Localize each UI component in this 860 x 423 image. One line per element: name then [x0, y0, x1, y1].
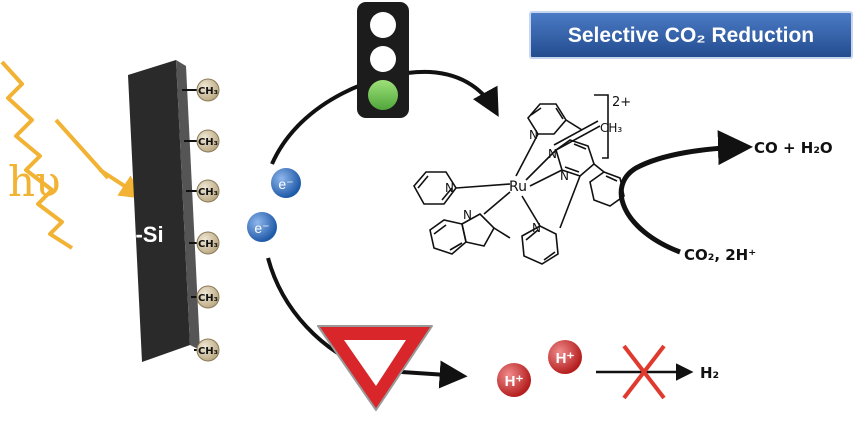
n-atom-label: N: [529, 128, 538, 142]
methyl-group: CH₃: [189, 231, 220, 255]
electron: e⁻: [271, 168, 301, 198]
electron: e⁻: [247, 212, 277, 242]
methyl-label: CH₃: [198, 137, 218, 148]
methyl-group: CH₃: [194, 338, 220, 362]
n-atom-label: N: [463, 208, 472, 222]
methyl-label: CH₃: [198, 239, 218, 250]
proton: H⁺: [548, 340, 582, 374]
nitrile-methyl-label: CH₃: [600, 121, 622, 135]
traffic-light-icon: [357, 2, 409, 118]
blocked-cross-icon: [622, 344, 666, 400]
methyl-group: CH₃: [182, 78, 220, 102]
methyl-group: CH₃: [186, 179, 220, 203]
proton-label: H⁺: [556, 350, 575, 367]
arrow-to-catalyst: [270, 69, 499, 165]
co2-products-label: CO + H₂O: [754, 139, 833, 157]
h2-product-label: H₂: [700, 364, 719, 382]
banner-title: Selective CO₂ Reduction: [568, 24, 814, 47]
proton-label: H⁺: [505, 373, 524, 390]
metal-center-label: Ru: [509, 179, 527, 195]
methyl-label: CH₃: [198, 293, 218, 304]
co2-reactants-label: CO₂, 2H⁺: [684, 246, 756, 264]
n-atom-label: N: [560, 169, 569, 183]
n-atom-label: N: [548, 147, 557, 161]
methyl-group: CH₃: [191, 285, 220, 309]
ru-catalyst-structure: [413, 94, 625, 265]
methyl-label: CH₃: [198, 86, 218, 97]
photon-label: hυ: [8, 157, 61, 206]
methyl-label: CH₃: [198, 346, 218, 357]
methyl-group: CH₃: [184, 129, 220, 153]
methyl-groups: CH₃ CH₃ CH₃ CH₃ CH₃ CH₃: [182, 78, 220, 362]
n-atom-label: N: [532, 221, 541, 235]
electron-label: e⁻: [278, 176, 293, 192]
yield-sign-icon: [317, 325, 433, 411]
electron-label: e⁻: [254, 220, 269, 236]
p-si-electrode: [128, 60, 200, 362]
light-wave-icon: [0, 60, 145, 250]
title-banner: Selective CO₂ Reduction: [529, 11, 853, 59]
co2-reduction-arrow: [618, 130, 753, 255]
methyl-label: CH₃: [198, 187, 218, 198]
n-atom-label: N: [445, 181, 454, 195]
complex-charge-label: 2+: [612, 95, 631, 110]
proton: H⁺: [497, 363, 531, 397]
electrode-label: p-Si: [122, 222, 164, 247]
